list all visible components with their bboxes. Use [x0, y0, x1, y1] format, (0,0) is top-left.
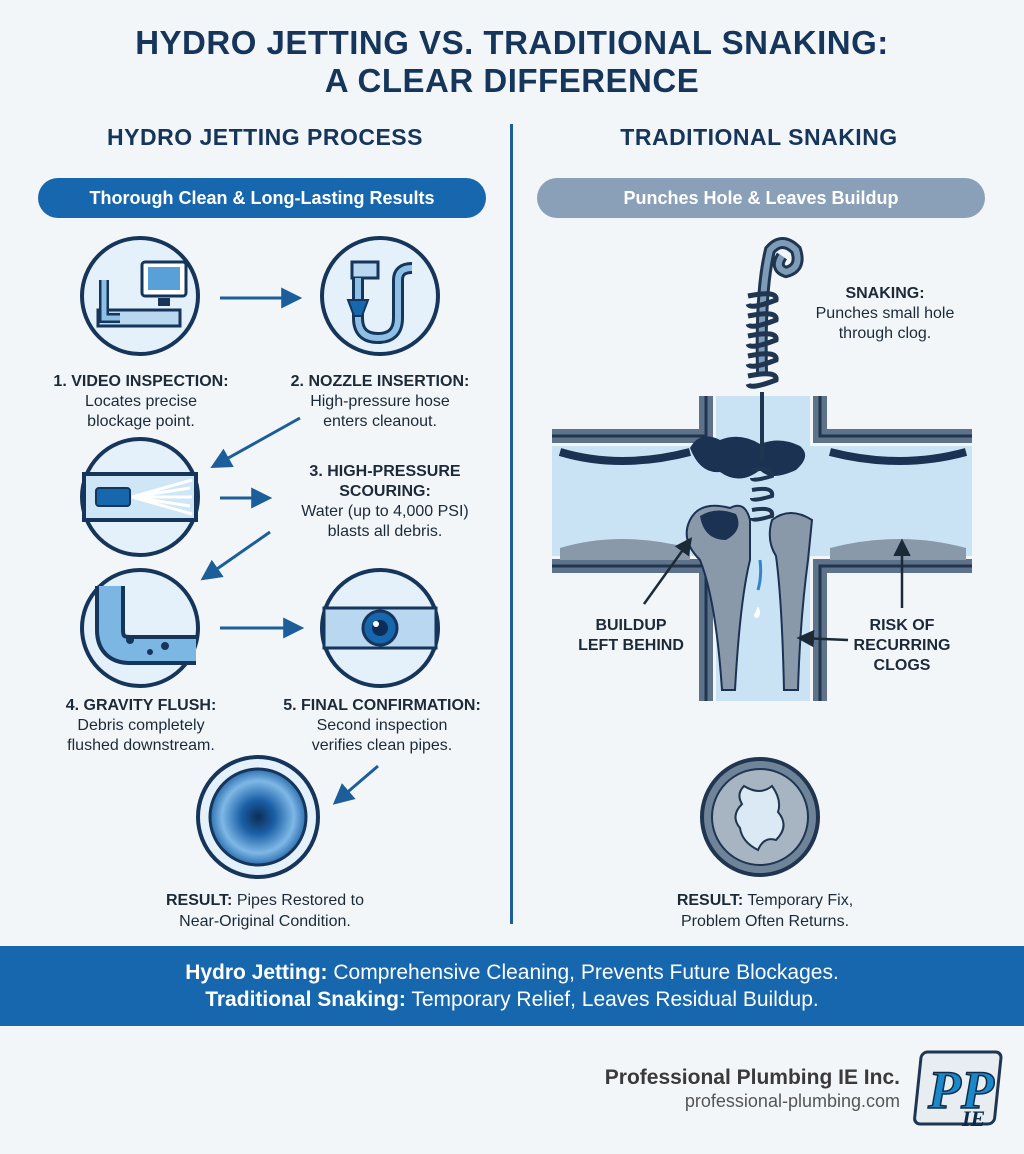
step-3-title: 3. HIGH-PRESSURE	[309, 463, 461, 480]
video-inspection-icon	[80, 236, 200, 356]
step-4-text: 4. GRAVITY FLUSH: Debris completely flus…	[30, 696, 252, 756]
banner-line2-bold: Traditional Snaking:	[205, 988, 406, 1011]
logo-pp-text: PP	[927, 1060, 995, 1120]
snaking-pipe-diagram	[552, 237, 972, 701]
step-4-line2: flushed downstream.	[67, 737, 215, 754]
company-name: Professional Plumbing IE Inc.	[604, 1066, 900, 1089]
step-3-line2: blasts all debris.	[327, 523, 443, 540]
title-line-1: HYDRO JETTING VS. TRADITIONAL SNAKING:	[135, 24, 889, 61]
buildup-callout: BUILDUP LEFT BEHIND	[556, 616, 706, 656]
banner-line1-bold: Hydro Jetting:	[185, 961, 328, 984]
step-3-text: 3. HIGH-PRESSURE SCOURING: Water (up to …	[272, 462, 498, 542]
buildup-line2: LEFT BEHIND	[578, 637, 684, 654]
center-divider	[510, 124, 513, 924]
step-5-line1: Second inspection	[316, 717, 448, 734]
logo-ie-text: IE	[961, 1106, 985, 1131]
step-2-title: 2. NOZZLE INSERTION:	[290, 373, 470, 390]
final-confirmation-icon	[320, 568, 440, 688]
clogged-pipe-result-icon	[700, 757, 820, 877]
step-5-text: 5. FINAL CONFIRMATION: Second inspection…	[266, 696, 498, 756]
step-3-line1: Water (up to 4,000 PSI)	[301, 503, 469, 520]
right-result-label: RESULT:	[676, 892, 744, 909]
left-result-label: RESULT:	[165, 892, 233, 909]
step-4-line1: Debris completely	[77, 717, 205, 734]
snaking-callout: SNAKING: Punches small hole through clog…	[790, 284, 980, 344]
right-heading: TRADITIONAL SNAKING	[620, 124, 898, 150]
left-heading: HYDRO JETTING PROCESS	[107, 124, 423, 150]
step-2-line1: High-pressure hose	[310, 393, 450, 410]
right-pill: Punches Hole & Leaves Buildup	[537, 178, 985, 218]
title-line-2: A CLEAR DIFFERENCE	[324, 62, 700, 99]
step-1-title: 1. VIDEO INSPECTION:	[53, 373, 229, 390]
high-pressure-scouring-icon	[80, 437, 200, 557]
step-1-line2: blockage point.	[87, 413, 195, 430]
step-3-title2: SCOURING:	[339, 483, 431, 500]
snaking-label: SNAKING:	[845, 285, 925, 302]
left-result-text2: Near-Original Condition.	[179, 913, 351, 930]
step-1-line1: Locates precise	[84, 393, 198, 410]
clean-pipe-result-icon	[196, 755, 320, 879]
step-1-text: 1. VIDEO INSPECTION: Locates precise blo…	[30, 372, 252, 432]
step-4-title: 4. GRAVITY FLUSH:	[65, 697, 217, 714]
risk-line3: CLOGS	[873, 657, 931, 674]
summary-banner: Hydro Jetting: Comprehensive Cleaning, P…	[0, 946, 1024, 1026]
step-5-line2: verifies clean pipes.	[311, 737, 453, 754]
company-website[interactable]: professional-plumbing.com	[684, 1091, 900, 1111]
snaking-line2: through clog.	[838, 325, 932, 342]
buildup-line1: BUILDUP	[595, 617, 667, 634]
step-2-line2: enters cleanout.	[323, 413, 437, 430]
risk-line2: RECURRING	[853, 637, 951, 654]
nozzle-insertion-icon	[320, 236, 440, 356]
company-logo: PP IE	[913, 1050, 1003, 1131]
risk-line1: RISK OF	[869, 617, 935, 634]
banner-line2-text: Temporary Relief, Leaves Residual Buildu…	[405, 988, 819, 1011]
right-result-text1: Temporary Fix,	[747, 892, 854, 909]
banner-line1-text: Comprehensive Cleaning, Prevents Future …	[327, 961, 839, 984]
step-2-text: 2. NOZZLE INSERTION: High-pressure hose …	[268, 372, 492, 432]
left-result-text1: Pipes Restored to	[236, 892, 364, 909]
right-result: RESULT: Temporary Fix, Problem Often Ret…	[620, 890, 910, 932]
right-result-text2: Problem Often Returns.	[680, 913, 850, 930]
gravity-flush-icon	[80, 568, 200, 688]
flow-arrows	[200, 287, 379, 805]
step-5-title: 5. FINAL CONFIRMATION:	[283, 697, 481, 714]
left-result: RESULT: Pipes Restored to Near-Original …	[120, 890, 410, 932]
snaking-line1: Punches small hole	[815, 305, 955, 322]
left-pill: Thorough Clean & Long-Lasting Results	[38, 178, 486, 218]
risk-callout: RISK OF RECURRING CLOGS	[832, 616, 972, 676]
